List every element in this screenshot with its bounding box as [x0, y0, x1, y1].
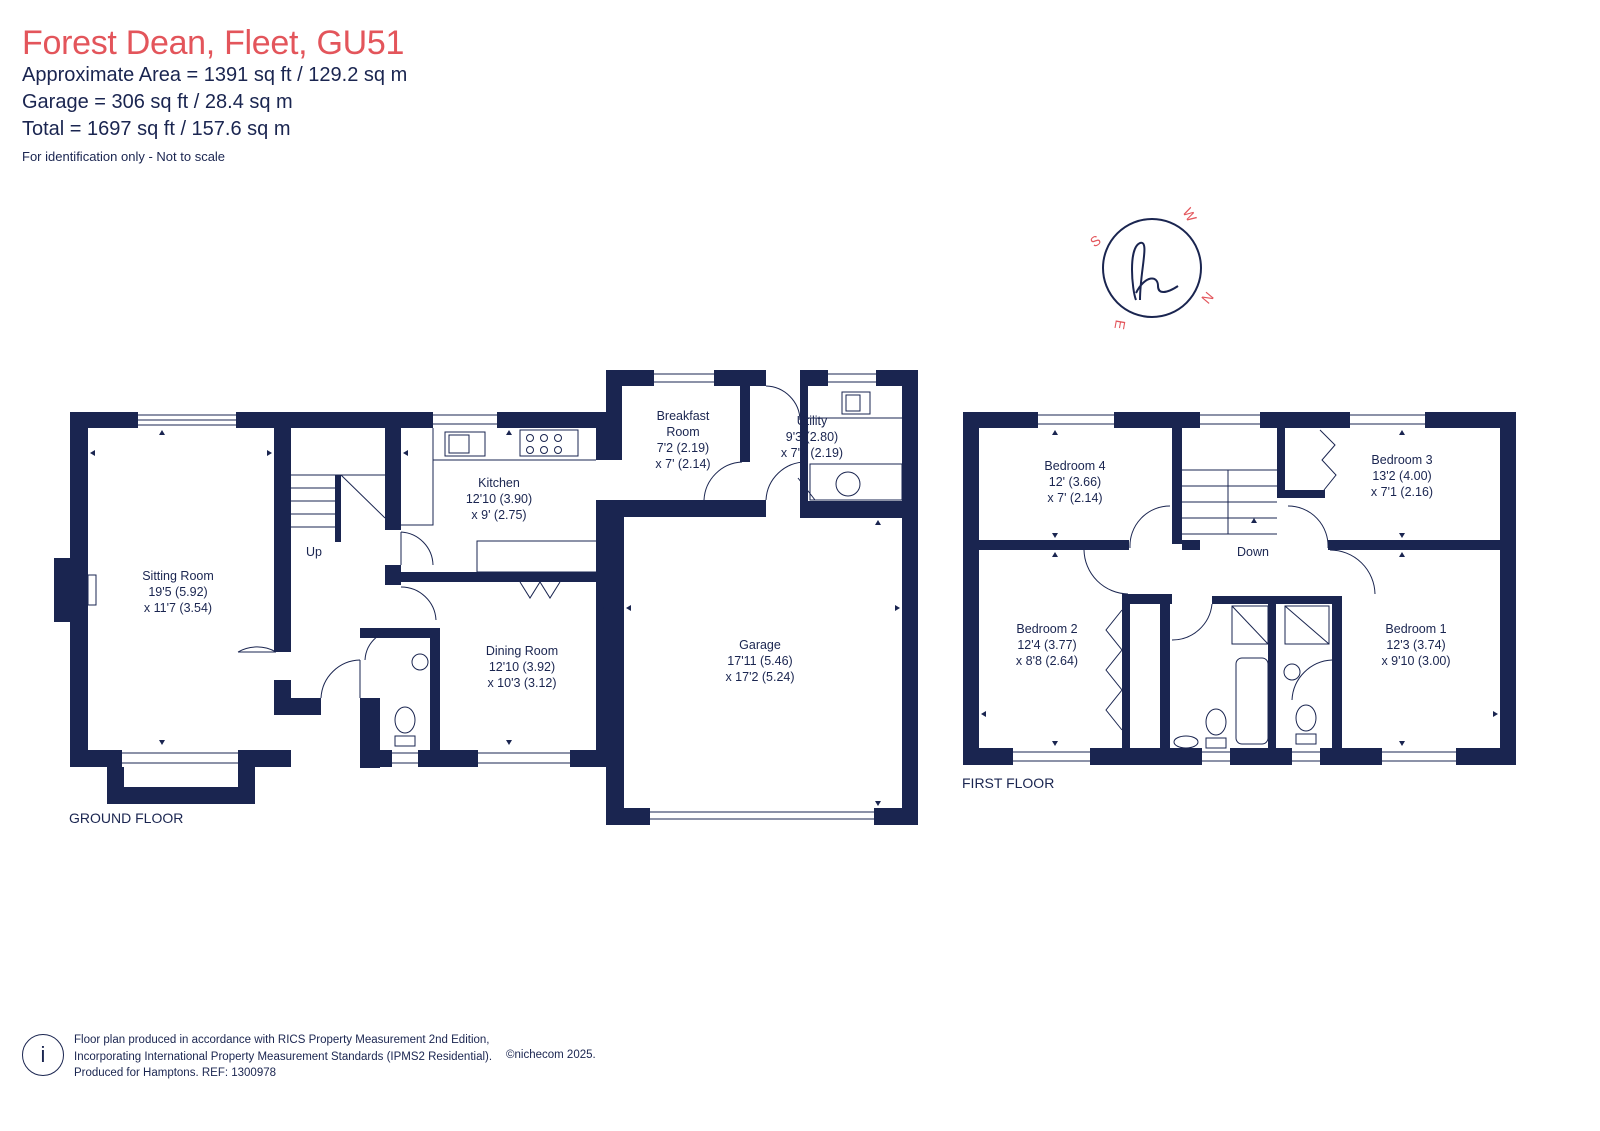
ground-floor-label: GROUND FLOOR [69, 810, 183, 826]
kitchen-dim1: 12'10 (3.90) [466, 492, 532, 506]
total-area: Total = 1697 sq ft / 157.6 sq m [22, 118, 291, 140]
compass-east-letter: E [1111, 319, 1128, 331]
breakfast-room-dim1: 7'2 (2.19) [657, 441, 709, 455]
bedroom-1-name: Bedroom 1 [1385, 622, 1446, 636]
compass-logo-icon [1131, 241, 1179, 301]
breakfast-room-name: Breakfast [657, 409, 710, 423]
dimension-markers [90, 430, 1498, 806]
garage-name: Garage [739, 638, 781, 652]
garage-dim2: x 17'2 (5.24) [725, 670, 794, 684]
ground-floor-walls [54, 370, 918, 825]
footer-line-1: Floor plan produced in accordance with R… [74, 1034, 490, 1046]
sitting-room-dim2: x 11'7 (3.54) [144, 601, 212, 615]
footer-line-2: Incorporating International Property Mea… [74, 1050, 493, 1063]
stairs-down-label: Down [1237, 545, 1269, 559]
bedroom-4-name: Bedroom 4 [1044, 459, 1105, 473]
compass-north-letter: N [1198, 289, 1217, 307]
sitting-room-dim1: 19'5 (5.92) [148, 585, 207, 599]
dining-room-dim1: 12'10 (3.92) [489, 660, 555, 674]
first-floor-details [1013, 414, 1456, 762]
bedroom-2-dim2: x 8'8 (2.64) [1016, 654, 1078, 668]
compass-south-letter: S [1087, 232, 1104, 250]
footer-line-3: Produced for Hamptons. REF: 1300978 [74, 1067, 277, 1079]
first-floor-label: FIRST FLOOR [962, 775, 1054, 791]
bedroom-3-dim1: 13'2 (4.00) [1372, 469, 1431, 483]
garage-dim1: 17'11 (5.46) [727, 654, 792, 668]
breakfast-room-name2: Room [666, 425, 699, 439]
sitting-room-name: Sitting Room [142, 569, 214, 583]
bedroom-3-dim2: x 7'1 (2.16) [1371, 485, 1433, 499]
bedroom-1-dim1: 12'3 (3.74) [1386, 638, 1445, 652]
utility-dim2: x 7'2 (2.19) [781, 446, 843, 460]
bedroom-1-dim2: x 9'10 (3.00) [1381, 654, 1450, 668]
bedroom-4-dim1: 12' (3.66) [1049, 475, 1101, 489]
ground-floor-details [87, 373, 903, 820]
garage-area: Garage = 306 sq ft / 28.4 sq m [22, 91, 293, 113]
footer-text: Floor plan produced in accordance with R… [74, 1032, 492, 1082]
kitchen-dim2: x 9' (2.75) [471, 508, 526, 522]
info-icon: i [22, 1034, 64, 1076]
bedroom-2-name: Bedroom 2 [1016, 622, 1077, 636]
first-floor-walls [963, 412, 1516, 765]
breakfast-room-dim2: x 7' (2.14) [655, 457, 710, 471]
compass-ring [1102, 218, 1202, 318]
approximate-area: Approximate Area = 1391 sq ft / 129.2 sq… [22, 64, 408, 86]
kitchen-name: Kitchen [478, 476, 520, 490]
bedroom-3-name: Bedroom 3 [1371, 453, 1432, 467]
header: Forest Dean, Fleet, GU51 Approximate Are… [22, 24, 407, 167]
compass: S W N E [1087, 205, 1217, 331]
room-labels: Sitting Room 19'5 (5.92) x 11'7 (3.54) K… [69, 409, 1451, 826]
stairs-up-label: Up [306, 545, 322, 559]
utility-dim1: 9'3 (2.80) [786, 430, 838, 444]
property-title: Forest Dean, Fleet, GU51 [22, 24, 405, 62]
bedroom-4-dim2: x 7' (2.14) [1047, 491, 1102, 505]
copyright: ©nichecom 2025. [506, 1049, 596, 1061]
compass-west-letter: W [1180, 205, 1201, 225]
info-glyph: i [40, 1042, 46, 1067]
bedroom-2-dim1: 12'4 (3.77) [1017, 638, 1076, 652]
dining-room-name: Dining Room [486, 644, 558, 658]
utility-name: Utility [797, 414, 828, 428]
footer: i Floor plan produced in accordance with… [22, 1032, 596, 1082]
dining-room-dim2: x 10'3 (3.12) [487, 676, 556, 690]
disclaimer: For identification only - Not to scale [22, 149, 226, 164]
